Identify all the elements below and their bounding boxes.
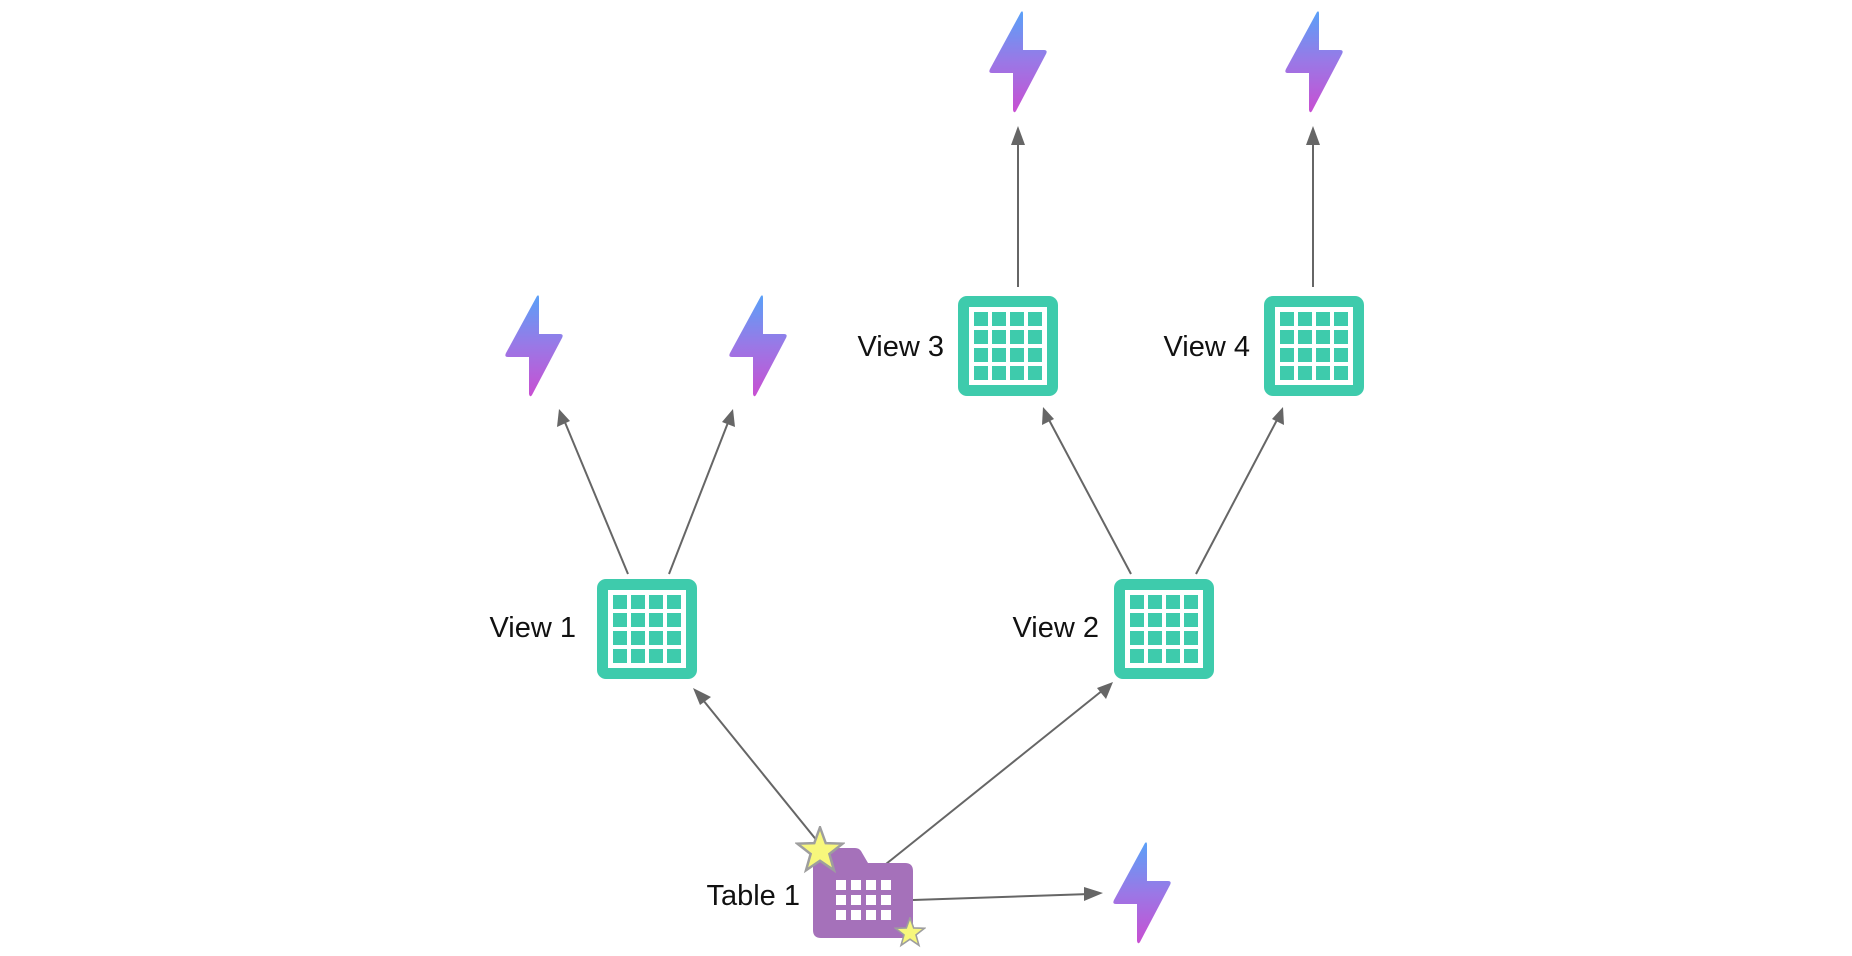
arrow-head [1084, 887, 1103, 901]
node-label: View 3 [857, 331, 944, 363]
edge-table1-bolt[interactable] [912, 887, 1103, 901]
grid-table-icon [597, 579, 697, 679]
node-view3[interactable]: View 3 [857, 296, 1058, 396]
edge-table1-view2[interactable] [885, 682, 1113, 865]
node-label: View 1 [489, 612, 576, 644]
edge-view2-view4[interactable] [1195, 407, 1284, 575]
edge-view2-view3[interactable] [1042, 407, 1132, 575]
edge-view1-bolt-a[interactable] [557, 409, 629, 575]
node-label: View 2 [1012, 612, 1099, 644]
grid-table-icon [958, 296, 1058, 396]
arrow-head [1011, 126, 1025, 145]
lightning-bolt-icon [1285, 11, 1343, 113]
node-bolt-view1-a[interactable] [505, 295, 563, 397]
arrow-head [1272, 407, 1284, 425]
lightning-bolt-icon [729, 295, 787, 397]
node-view1[interactable]: View 1 [489, 579, 697, 679]
arrow-head [1042, 407, 1054, 425]
arrow-head [1097, 682, 1113, 699]
node-bolt-view1-b[interactable] [729, 295, 787, 397]
node-view4[interactable]: View 4 [1163, 296, 1364, 396]
node-bolt-view4[interactable] [1285, 11, 1343, 113]
grid-table-icon [1264, 296, 1364, 396]
node-bolt-view3[interactable] [989, 11, 1047, 113]
node-label: View 4 [1163, 331, 1250, 363]
arrow-head [722, 409, 735, 427]
edge-view3-bolt[interactable] [1011, 126, 1025, 287]
lightning-bolt-icon [989, 11, 1047, 113]
folder-table-icon [813, 848, 913, 938]
lightning-bolt-icon [505, 295, 563, 397]
arrow-head [1306, 126, 1320, 145]
arrow-head [693, 688, 711, 705]
edge-table1-view1[interactable] [693, 688, 819, 843]
edge-view4-bolt[interactable] [1306, 126, 1320, 287]
edge-view1-bolt-b[interactable] [668, 409, 735, 575]
node-view2[interactable]: View 2 [1012, 579, 1214, 679]
edges-layer [557, 126, 1320, 901]
arrow-head [557, 409, 570, 427]
grid-table-icon [1114, 579, 1214, 679]
node-table1[interactable]: Table 1 [706, 826, 926, 947]
node-bolt-table1[interactable] [1113, 842, 1171, 944]
lightning-bolt-icon [1113, 842, 1171, 944]
node-label: Table 1 [706, 880, 800, 912]
